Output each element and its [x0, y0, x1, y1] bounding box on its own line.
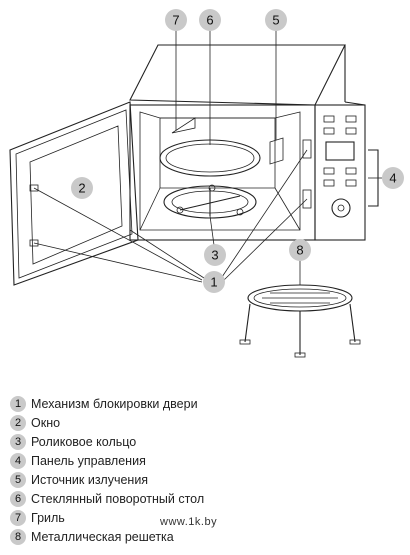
legend-item: 4 Панель управления: [10, 451, 400, 470]
control-panel: [323, 115, 379, 218]
legend-badge: 2: [10, 414, 26, 431]
legend-item: 7 Гриль: [10, 508, 400, 527]
legend-item: 5 Источник излучения: [10, 470, 400, 489]
svg-text:8: 8: [296, 243, 303, 258]
callout-8: 8: [289, 239, 311, 261]
legend-badge: 1: [10, 395, 26, 412]
callout-7: 7: [165, 9, 187, 31]
callout-6: 6: [199, 9, 221, 31]
roller-ring: [163, 184, 257, 219]
legend-badge: 6: [10, 490, 26, 507]
callout-5: 5: [265, 9, 287, 31]
legend-label: Гриль: [31, 510, 65, 525]
legend-item: 3 Роликовое кольцо: [10, 432, 400, 451]
leader-lines: [33, 30, 382, 285]
legend-badge: 8: [10, 528, 26, 545]
metal-rack: [239, 284, 361, 358]
callout-1: 1: [203, 271, 225, 293]
legend-badge: 4: [10, 452, 26, 469]
svg-text:2: 2: [78, 181, 85, 196]
svg-text:6: 6: [206, 13, 213, 28]
legend-label: Окно: [31, 415, 61, 430]
svg-text:1: 1: [210, 275, 217, 290]
legend-label: Панель управления: [31, 453, 146, 468]
callout-3: 3: [204, 244, 226, 266]
svg-text:4: 4: [389, 171, 396, 186]
legend-item: 6 Стеклянный поворотный стол: [10, 489, 400, 508]
door: [9, 101, 139, 286]
legend: 1 Механизм блокировки двери 2 Окно 3 Ролико…: [10, 394, 400, 546]
legend-item: 1 Механизм блокировки двери: [10, 394, 400, 413]
watermark: www.1k.by: [160, 516, 218, 528]
legend-badge: 5: [10, 471, 26, 488]
glass-turntable: [159, 139, 261, 177]
svg-text:7: 7: [172, 13, 179, 28]
legend-label: Роликовое кольцо: [31, 434, 137, 449]
legend-label: Механизм блокировки двери: [31, 396, 198, 411]
legend-item: 8 Металлическая решетка: [10, 527, 400, 546]
legend-badge: 3: [10, 433, 26, 450]
legend-label: Источник излучения: [31, 472, 149, 487]
callout-2: 2: [71, 177, 93, 199]
legend-badge: 7: [10, 509, 26, 526]
svg-text:5: 5: [272, 13, 279, 28]
oven-body: [129, 44, 366, 241]
microwave-diagram: 7 6 5 2 4 3 8 1: [9, 9, 404, 358]
legend-item: 2 Окно: [10, 413, 400, 432]
callout-4: 4: [382, 167, 404, 189]
legend-label: Металлическая решетка: [31, 529, 174, 544]
legend-label: Стеклянный поворотный стол: [31, 491, 205, 506]
svg-text:3: 3: [211, 248, 218, 263]
